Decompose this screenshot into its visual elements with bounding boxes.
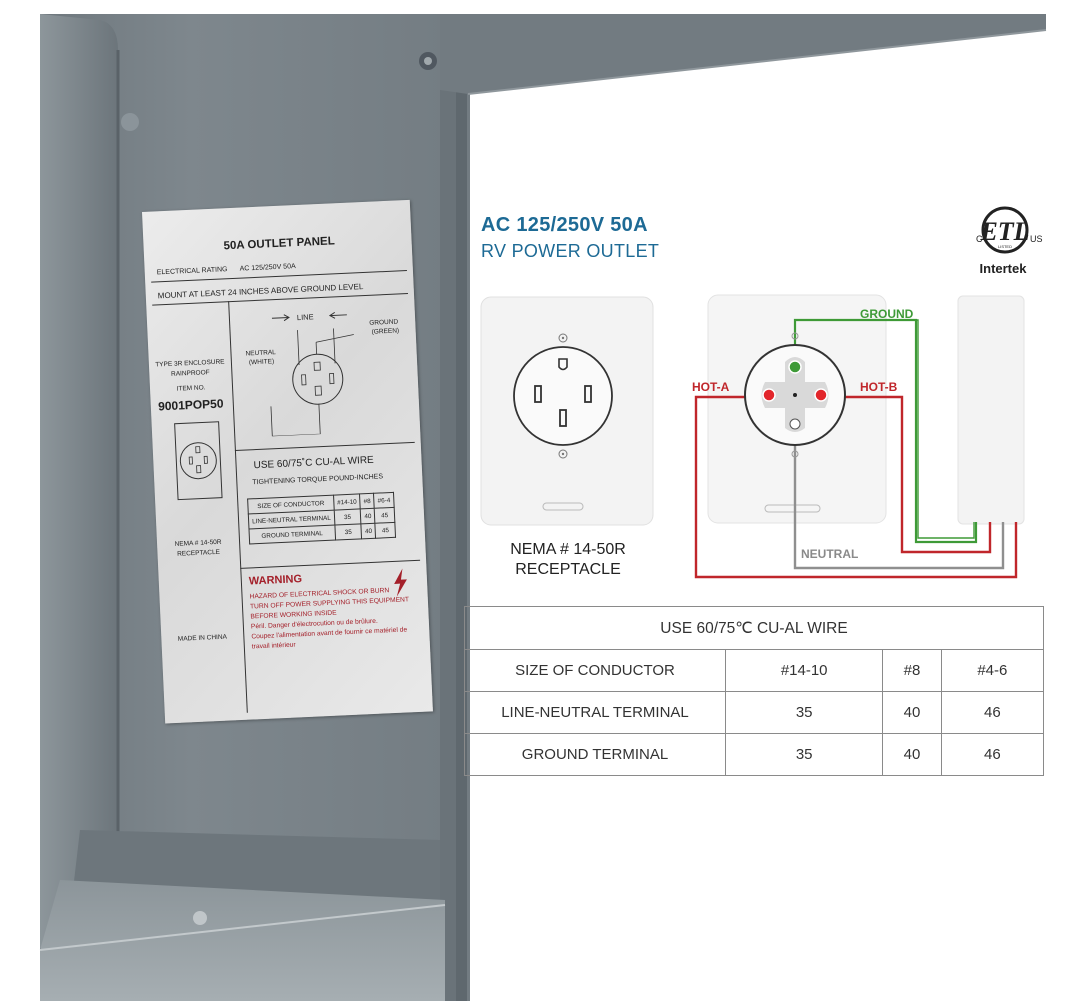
table-cell: SIZE OF CONDUCTOR (464, 649, 726, 692)
panel-label: 50A OUTLET PANEL ELECTRICAL RATING AC 12… (142, 199, 433, 724)
table-cell: 35 (724, 733, 884, 776)
svg-text:LISTED: LISTED (998, 244, 1012, 249)
table-cell: #8 (882, 649, 942, 692)
table-cell: GROUND TERMINAL (464, 733, 726, 776)
hot-b-wire-label: HOT-B (860, 380, 898, 394)
table-row: SIZE OF CONDUCTOR #14-10 #8 #4-6 (464, 649, 1045, 692)
label-warning-line: travail intérieur (251, 641, 296, 651)
label-wiring-sketch (270, 311, 354, 437)
table-cell: #4-6 (940, 649, 1045, 692)
label-ground-color: (GREEN) (371, 327, 400, 336)
neutral-wire-label: NEUTRAL (801, 547, 858, 561)
table-row: LINE-NEUTRAL TERMINAL 35 40 46 (464, 691, 1045, 734)
lightning-icon (394, 568, 407, 597)
label-mount-note: MOUNT AT LEAST 24 INCHES ABOVE GROUND LE… (157, 282, 364, 301)
table-cell: 46 (940, 691, 1045, 734)
label-made-in: MADE IN CHINA (177, 633, 228, 643)
outlet-rating-title: AC 125/250V 50A (481, 214, 648, 236)
table-row: GROUND TERMINAL 35 40 46 (464, 733, 1045, 776)
svg-text:US: US (1030, 234, 1043, 244)
hot-a-wire-label: HOT-A (692, 380, 730, 394)
label-warning-title: WARNING (248, 573, 303, 588)
label-ground: GROUND (369, 318, 399, 327)
outlet-type-title: RV POWER OUTLET (481, 241, 660, 261)
label-warning-line: BEFORE WORKING INSIDE (250, 609, 337, 621)
label-nema: NEMA # 14-50R (174, 538, 222, 548)
label-enclosure-type: TYPE 3R ENCLOSURE (155, 358, 225, 369)
label-enclosure-rainproof: RAINPROOF (170, 369, 210, 378)
enclosure-top-edge (440, 14, 1047, 95)
label-wire-note: USE 60/75˚C CU-AL WIRE (253, 454, 374, 472)
table-cell: 46 (940, 733, 1045, 776)
label-rating-value: AC 125/250V 50A (239, 263, 296, 273)
intertek-brand: Intertek (979, 261, 1027, 276)
table-cell: LINE-NEUTRAL TERMINAL (464, 691, 726, 734)
nema-14-50r-receptacle (480, 296, 654, 526)
table-cell: #14-10 (724, 649, 884, 692)
label-title: 50A OUTLET PANEL (223, 235, 335, 253)
svg-text:C: C (976, 234, 983, 244)
svg-text:ETL: ETL (979, 217, 1029, 246)
label-receptacle: RECEPTACLE (176, 548, 221, 558)
table-row: USE 60/75℃ CU-AL WIRE (464, 606, 1044, 650)
label-item-number: 9001POP50 (157, 396, 224, 414)
label-torque-note: TIGHTENING TORQUE POUND-INCHES (252, 473, 384, 487)
label-receptacle-icon (174, 421, 223, 501)
label-torque-table: SIZE OF CONDUCTOR #14-10 #8 #6-4 LINE-NE… (247, 492, 396, 545)
table-heading: USE 60/75℃ CU-AL WIRE (464, 606, 1044, 650)
etl-listed-logo: ETL LISTED C US (976, 206, 1043, 254)
label-rating-label: ELECTRICAL RATING (156, 266, 228, 277)
table-cell: 35 (724, 691, 884, 734)
receptacle-label-sub: RECEPTACLE (515, 561, 621, 578)
label-item-label: ITEM NO. (176, 384, 206, 393)
wire-torque-table: USE 60/75℃ CU-AL WIRE SIZE OF CONDUCTOR … (464, 606, 1045, 776)
table-cell: 40 (882, 691, 942, 734)
receptacle-label: NEMA # 14-50R (510, 541, 626, 558)
ground-wire-label: GROUND (860, 307, 914, 321)
table-cell: 40 (882, 733, 942, 776)
wiring-diagram: GROUND HOT-A HOT-B NEUTRAL (692, 294, 1025, 579)
